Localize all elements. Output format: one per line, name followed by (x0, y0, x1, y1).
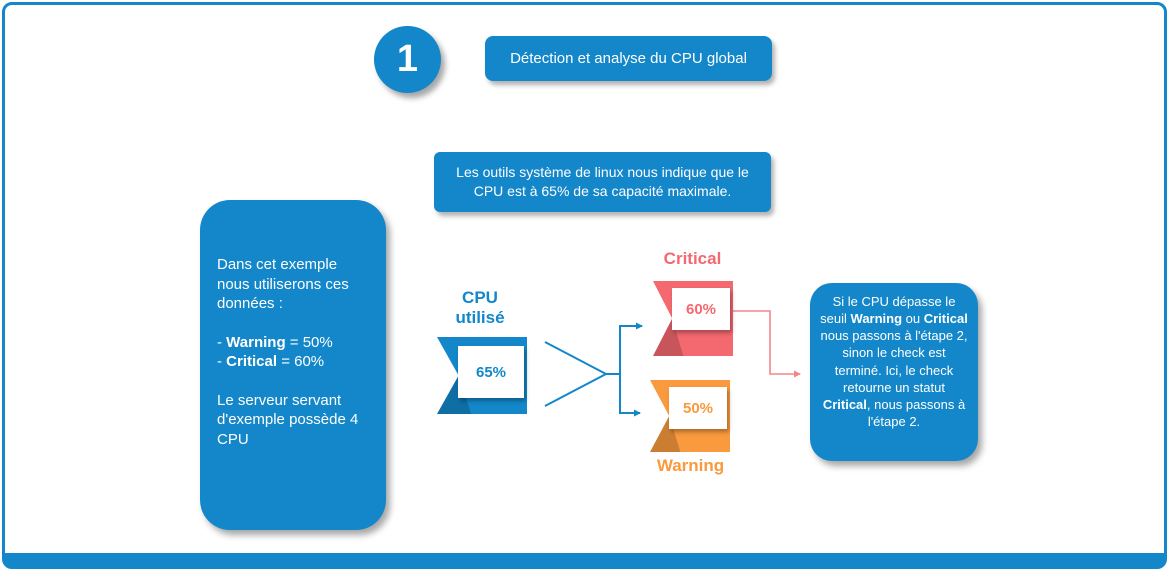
connector-critical-to-explanation (733, 310, 801, 378)
example-intro: Dans cet exemple nous utiliserons ces do… (217, 256, 349, 312)
cpu-value: 65% (458, 346, 524, 398)
step-title-box: Détection et analyse du CPU global (485, 36, 772, 81)
cpu-info-box: Les outils système de linux nous indique… (434, 152, 771, 212)
cpu-value-shape: 65% (437, 337, 527, 414)
branch-chevron (544, 341, 609, 407)
step-number: 1 (396, 38, 419, 80)
step-title: Détection et analyse du CPU global (510, 50, 747, 67)
explanation-bold-critical-1: Critical (923, 311, 968, 327)
critical-threshold-shape: 60% (653, 281, 733, 356)
warning-threshold-value: 50% (669, 387, 727, 429)
threshold-item-warning: - Warning = 50% (217, 333, 333, 351)
bottom-bar (4, 553, 1165, 567)
connector-to-warning (619, 374, 641, 417)
threshold-list: - Warning = 50% - Critical = 60% (217, 333, 369, 372)
critical-threshold-label: Critical (663, 249, 722, 268)
cpu-used-label: CPU utilisé (455, 288, 505, 328)
explanation-bold-warning: Warning (850, 311, 903, 327)
example-data-box: Dans cet exemple nous utiliserons ces do… (200, 200, 386, 530)
connector-to-critical (619, 322, 643, 374)
critical-threshold-value: 60% (672, 288, 730, 330)
explanation-box: Si le CPU dépasse le seuil Warning ou Cr… (810, 283, 978, 461)
example-outro: Le serveur servant d'exemple possède 4 C… (217, 391, 359, 448)
cpu-info-text: Les outils système de linux nous indique… (456, 164, 749, 199)
step-number-badge: 1 (374, 26, 441, 93)
warning-threshold-shape: 50% (650, 380, 730, 452)
explanation-bold-critical-2: Critical (822, 396, 867, 412)
threshold-item-critical: - Critical = 60% (217, 353, 325, 370)
warning-threshold-label: Warning (656, 456, 725, 475)
